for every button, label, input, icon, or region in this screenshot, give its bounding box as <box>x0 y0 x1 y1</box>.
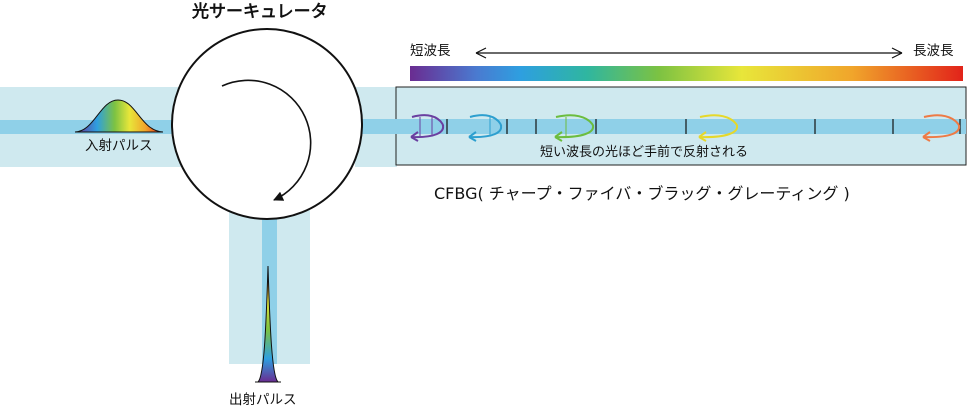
circulator-ring <box>171 28 363 220</box>
wavelength-arrow-right-head <box>891 47 903 59</box>
circulator-arrow <box>221 79 312 201</box>
cfbg-fiber-core <box>355 119 966 134</box>
input-pulse-label: 入射パルス <box>85 138 153 154</box>
cfbg-label: CFBG( チャープ・ファイバ・ブラッグ・グレーティング ) <box>434 184 850 203</box>
reflection-note: 短い波長の光ほど手前で反射される <box>540 145 749 160</box>
long-wavelength-label: 長波長 <box>913 43 954 59</box>
reflection-arrow-blue <box>468 114 503 142</box>
reflection-arrow-yellow <box>698 114 739 142</box>
output-pulse-label: 出射パルス <box>229 392 297 408</box>
reflection-arrow-orange <box>922 114 961 142</box>
circulator-title: 光サーキュレータ <box>192 2 328 22</box>
reflection-arrow-violet <box>410 114 445 142</box>
reflection-arrow-green <box>554 114 595 142</box>
short-wavelength-label: 短波長 <box>410 43 451 59</box>
output-pulse <box>256 265 280 383</box>
wavelength-arrow-left-head <box>475 47 487 59</box>
spectrum-bar <box>410 66 963 81</box>
input-pulse <box>74 99 164 133</box>
